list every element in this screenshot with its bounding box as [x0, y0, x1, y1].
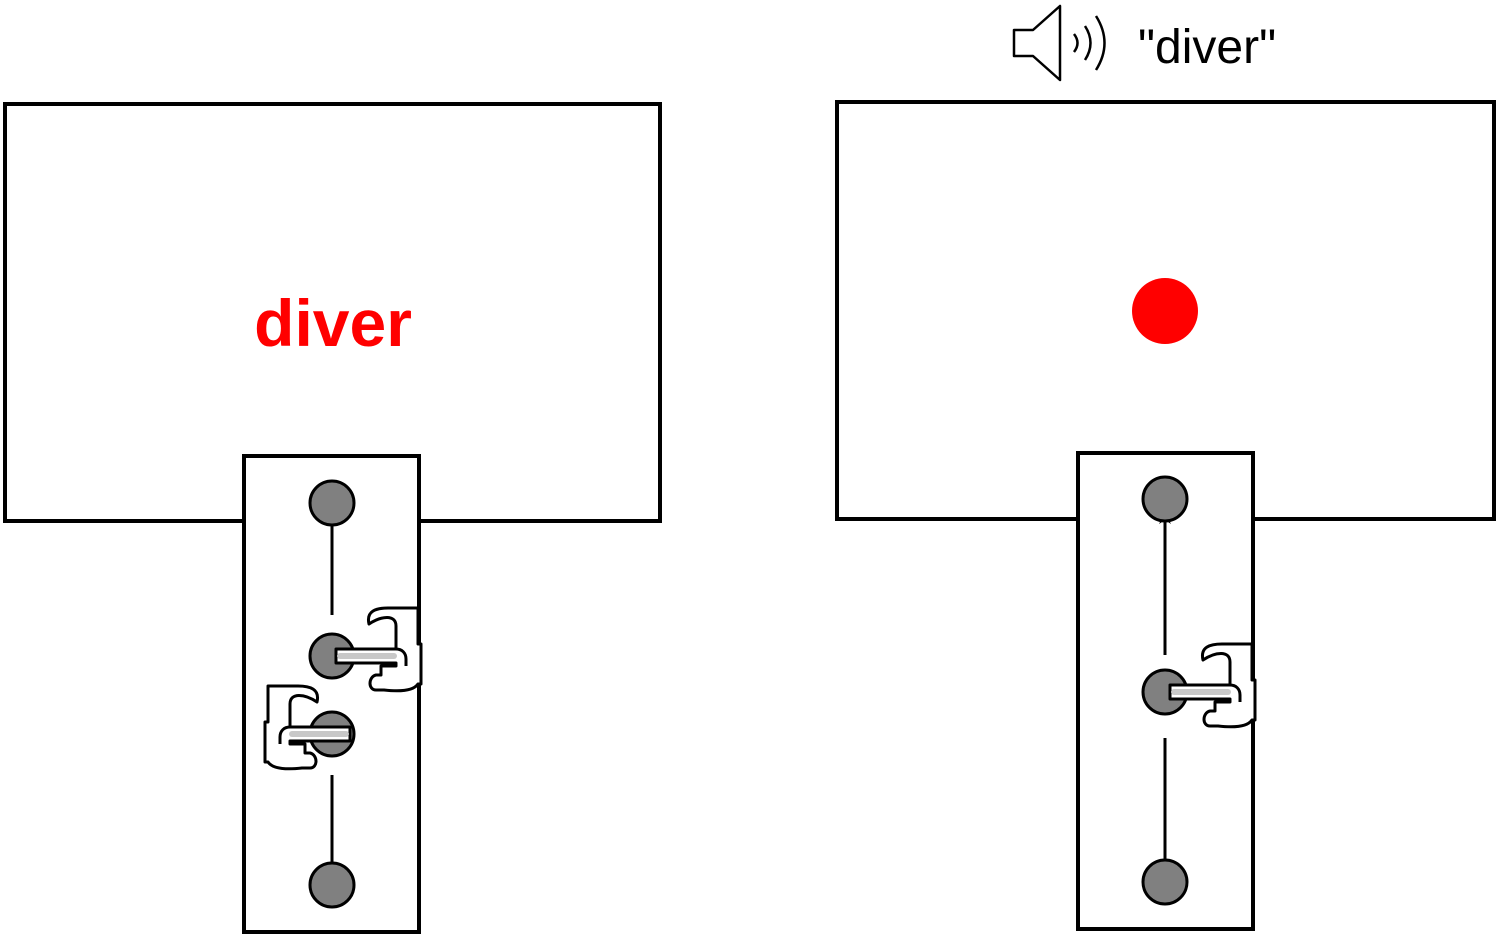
- bottom-button[interactable]: [1141, 858, 1189, 906]
- right-panel: "diver": [835, 4, 1496, 931]
- bottom-button[interactable]: [308, 861, 356, 909]
- speaker-icon: [1012, 4, 1106, 82]
- top-button[interactable]: [1141, 475, 1189, 523]
- audio-word: "diver": [1138, 21, 1276, 74]
- left-panel: diver: [3, 102, 662, 934]
- left-screen: [3, 102, 662, 523]
- fixation-dot: [1132, 278, 1198, 344]
- screen-word: diver: [254, 286, 412, 360]
- top-button[interactable]: [308, 479, 356, 527]
